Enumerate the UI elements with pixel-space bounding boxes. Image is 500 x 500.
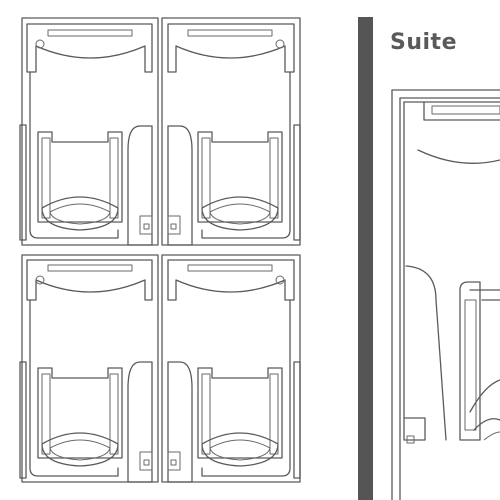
seat-4[interactable]	[161, 254, 301, 483]
seat-1[interactable]	[19, 17, 159, 246]
seat-2[interactable]	[161, 17, 301, 246]
seat-3[interactable]	[19, 254, 159, 483]
suite-title: Suite	[390, 30, 457, 55]
suite-plan[interactable]	[391, 89, 500, 500]
section-divider	[358, 17, 373, 500]
